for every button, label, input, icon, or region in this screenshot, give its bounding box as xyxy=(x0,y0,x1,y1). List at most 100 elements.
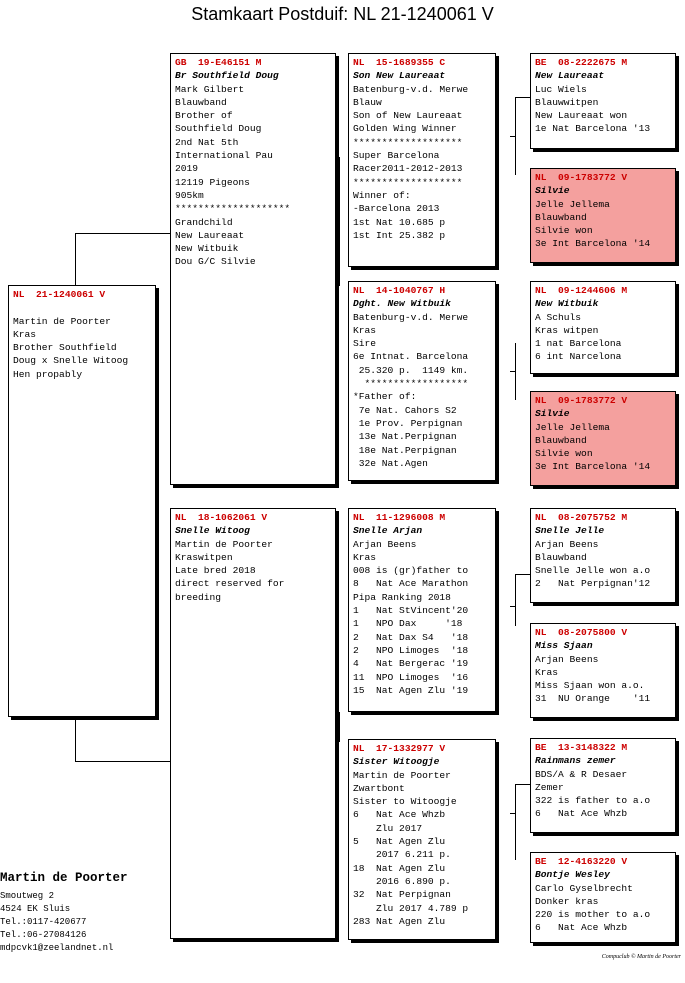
ring-number: NL 11-1296008 M xyxy=(353,512,446,523)
card-text-line: Martin de Poorter xyxy=(353,769,451,781)
connector-line xyxy=(339,712,340,742)
card-text-line: Brother Southfield xyxy=(13,342,117,354)
card-text-line: 3e Int Barcelona '14 xyxy=(535,461,651,473)
card-text-line: Kras xyxy=(353,324,377,336)
connector-line xyxy=(334,211,340,212)
card-text-line: Brother of xyxy=(175,110,233,122)
card-text-line: 32 Nat Perpignan xyxy=(353,889,451,901)
card-text-line: Blauwband xyxy=(175,96,227,108)
card-text-line: 1 nat Barcelona xyxy=(535,338,622,350)
connector-line xyxy=(515,574,530,575)
card-text-line: New Laureaat won xyxy=(535,110,628,122)
card-text-line: ******************* xyxy=(353,136,463,148)
pigeon-name: Son New Laureaat xyxy=(353,70,446,82)
card-text-line: Kras xyxy=(353,551,377,563)
owner-address-line: Tel.:0117-420677 xyxy=(0,917,87,927)
card-text-line: New Laureaat xyxy=(175,229,245,241)
connector-line xyxy=(75,233,171,234)
card-text-line: breeding xyxy=(175,591,222,603)
card-text-line: Donker kras xyxy=(535,895,599,907)
card-text-line: Zemer xyxy=(535,781,564,793)
card-text-line: International Pau xyxy=(175,150,273,162)
card-text-line: Winner of: xyxy=(353,189,411,201)
card-text-line: 18e Nat.Perpignan xyxy=(353,444,457,456)
card-text-line: Super Barcelona xyxy=(353,150,440,162)
card-text-line: 1e Prov. Perpignan xyxy=(353,417,463,429)
connector-line xyxy=(510,606,516,607)
card-text-line: Jelle Jellema xyxy=(535,198,610,210)
card-text-line: Arjan Beens xyxy=(535,538,599,550)
pigeon-name: Rainmans zemer xyxy=(535,755,616,767)
ring-number: BE 12-4163220 V xyxy=(535,856,628,867)
card-text-line: 1st Int 25.382 p xyxy=(353,229,446,241)
ring-number: NL 08-2075800 V xyxy=(535,627,628,638)
card-text-line: Southfield Doug xyxy=(175,123,262,135)
connector-line xyxy=(334,712,340,713)
card-text-line: Blauwband xyxy=(535,434,587,446)
ring-number: BE 08-2222675 M xyxy=(535,57,628,68)
ring-number: NL 09-1783772 V xyxy=(535,395,628,406)
pigeon-name: Snelle Witoog xyxy=(175,525,250,537)
card-text-line: 2019 xyxy=(175,163,199,175)
pigeon-name: New Witbuik xyxy=(535,298,599,310)
card-text-line: Doug x Snelle Witoog xyxy=(13,355,129,367)
card-text-line: Racer2011-2012-2013 xyxy=(353,163,463,175)
card-text-line: Batenburg-v.d. Merwe xyxy=(353,311,469,323)
card-text-line: Luc Wiels xyxy=(535,83,587,95)
ring-number: NL 08-2075752 M xyxy=(535,512,628,523)
card-text-line: Blauwband xyxy=(535,551,587,563)
card-text-line: 283 Nat Agen Zlu xyxy=(353,915,446,927)
card-text-line: Arjan Beens xyxy=(353,538,417,550)
connector-line xyxy=(515,97,530,98)
card-text-line: Late bred 2018 xyxy=(175,565,256,577)
connector-line xyxy=(515,574,516,626)
card-text-line: Miss Sjaan won a.o. xyxy=(535,680,645,692)
connector-line xyxy=(510,136,516,137)
card-text-line: Zwartbont xyxy=(353,782,405,794)
owner-name: Martin de Poorter xyxy=(0,871,128,885)
connector-line xyxy=(75,761,171,762)
card-text-line: *Father of: xyxy=(353,391,417,403)
card-text-line: 2 Nat Dax S4 '18 xyxy=(353,631,469,643)
pigeon-name: Miss Sjaan xyxy=(535,640,593,652)
card-text-line: 905km xyxy=(175,189,204,201)
card-text-line: 6 Nat Ace Whzb xyxy=(535,922,628,934)
card-text-line: Martin de Poorter xyxy=(175,538,273,550)
card-text-line: Sister to Witoogje xyxy=(353,796,457,808)
pigeon-name: Sister Witoogje xyxy=(353,756,440,768)
card-text-line: direct reserved for xyxy=(175,578,285,590)
connector-line xyxy=(515,784,530,785)
card-text-line: 322 is father to a.o xyxy=(535,795,651,807)
ring-number: NL 09-1244606 M xyxy=(535,285,628,296)
card-text-line: New Witbuik xyxy=(175,243,239,255)
card-text-line: 1 NPO Dax '18 xyxy=(353,618,463,630)
card-text-line: Mark Gilbert xyxy=(175,83,245,95)
card-text-line: Hen propably xyxy=(13,368,83,380)
card-text-line: Sire xyxy=(353,338,377,350)
card-text-line: 2016 6.890 p. xyxy=(353,875,451,887)
pigeon-name: New Laureaat xyxy=(535,70,605,82)
ring-number: NL 14-1040767 H xyxy=(353,285,446,296)
card-text-line: 4 Nat Bergerac '19 xyxy=(353,658,469,670)
card-text-line: Blauwwitpen xyxy=(535,96,599,108)
card-text-line: 31 NU Orange '11 xyxy=(535,693,651,705)
ring-number: NL 18-1062061 V xyxy=(175,512,268,523)
card-text-line: 18 Nat Agen Zlu xyxy=(353,862,446,874)
card-text-line: 220 is mother to a.o xyxy=(535,909,651,921)
